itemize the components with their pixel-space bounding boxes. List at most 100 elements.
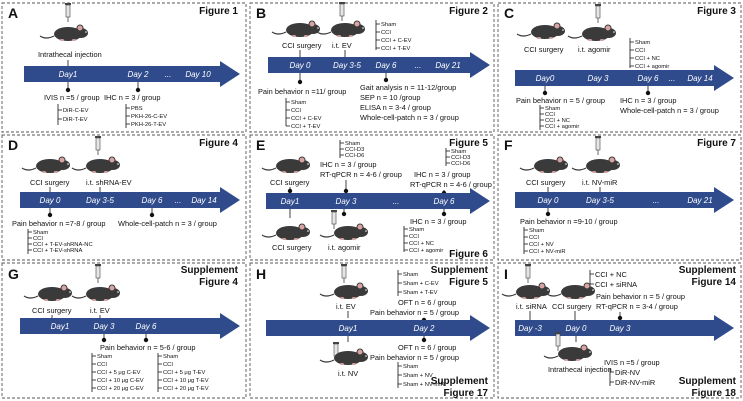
group-item: CCI + 20 μg C-EV [97,386,144,392]
day-label: Day 0 [538,196,559,205]
mouse-icon [319,348,369,366]
cci-label: CCI surgery [552,302,592,311]
mouse-icon [571,156,621,174]
group-item: PBS [131,106,143,112]
day-label: Day 14 [687,74,713,83]
day-label: ... [393,197,400,206]
panel-letter: I [504,266,508,282]
group-item: DiR-NV [615,368,640,377]
patch-label: Whole-cell-patch n = 3 / group [360,113,459,122]
figure-label: Supplement [679,376,737,387]
injection-label: Intrathecal injection [38,50,102,59]
mouse-icon [543,344,593,362]
mouse-icon [261,156,311,174]
shrna-label: i.t. shRNA-EV [86,178,132,187]
panel-i-frame [497,262,742,399]
sirna-label: i.t. siRNA [516,302,547,311]
group-item: Sham [451,149,466,155]
day-label: Day 3 [610,324,631,333]
group-item: Sham [409,227,424,233]
patch-label: Whole-cell-patch n = 3 / group [118,219,217,228]
panel-letter: C [504,5,514,21]
oft-label: OFT n = 6 / group [398,298,456,307]
group-item: CCI [529,235,539,241]
group-item: CCI + T-EV [381,46,411,52]
mouse-icon [519,156,569,174]
elisa-label: ELISA n = 3-4 / group [360,103,431,112]
mouse-icon [71,284,121,302]
day-label: Day1 [281,197,300,206]
ivis-label: IVIS n =5 / group [44,93,100,102]
panel-i: I Supplement Figure 14 CCI + NC CCI + si… [497,262,742,399]
cci-label: CCI surgery [272,243,312,252]
timeline-arrow [515,65,734,91]
mouse-icon [271,20,321,38]
ihc-label: IHC n = 3 / group [320,160,377,169]
panel-c: C Figure 3 CCI surgery i.t. agomir Sham … [497,2,742,133]
pain-label: Pain behavior n = 5 / group [370,308,459,317]
group-item: CCI + 10 μg T-EV [163,378,209,384]
group-item: CCI + NC [595,270,627,279]
group-item: CCI-D6 [345,153,364,159]
figure-label: Figure 17 [444,388,489,399]
group-item: CCI + agomir [409,248,443,254]
day-label: Day 14 [191,196,217,205]
timeline-arrow [515,315,734,341]
day-label: ... [415,61,422,70]
day-label: Day 2 [128,70,149,79]
group-item: CCI-D3 [451,155,470,161]
cci-label: CCI surgery [282,41,322,50]
timeline-arrow [20,187,240,213]
panel-letter: D [8,137,18,153]
panel-f: F Figure 7 CCI surgery i.t. NV-miR Day 0… [497,134,742,261]
mouse-icon [71,156,121,174]
group-item: CCI [635,48,645,54]
group-item: DiR-C-EV [63,108,89,114]
panel-letter: H [256,266,266,282]
panel-d: D Figure 4 CCI surgery i.t. shRNA-EV Day… [1,134,247,261]
group-item: CCI + 5 μg T-EV [163,370,206,376]
day-label: Day 0 [566,324,587,333]
panel-letter: F [504,137,513,153]
cci-label: CCI surgery [32,306,72,315]
figure-label: Figure 18 [692,388,737,399]
panel-e: E Figure 5 CCI surgery Sham CCI-D3 CCI-D… [249,134,495,261]
group-item: CCI-D3 [345,147,364,153]
timeline-arrow [266,188,490,214]
day-label: ... [165,70,172,79]
day-label: Day 3-5 [586,196,615,205]
group-item: Sham [345,141,360,147]
day-label: Day 2 [414,324,435,333]
group-item: PKH-26-T-EV [131,122,166,128]
group-item: Sham [97,354,112,360]
day-label: Day -3 [518,324,542,333]
day-label: Day1 [59,70,78,79]
group-item: DiR-NV-miR [615,378,655,387]
cci-label: CCI surgery [30,178,70,187]
group-item: CCI [33,236,43,242]
pain-label: Pain behavior n = 5 / group [370,353,459,362]
day-label: Day 6 [142,196,163,205]
oft-label: OFT n = 6 / group [398,343,456,352]
group-item: CCI + NV [529,242,554,248]
agomir-label: i.t. agomir [578,45,611,54]
day-label: Day 6 [136,322,157,331]
group-item: CCI + T-EV-shRNA-NC [33,242,93,248]
mouse-icon [501,282,551,300]
day-label: Day 3 [336,197,357,206]
ihc-label: IHC n = 3 / group [104,93,161,102]
cci-label: CCI surgery [270,178,310,187]
group-item: CCI + T-EV [291,124,321,130]
panel-f-frame [497,134,742,261]
timeline-arrow [20,313,240,339]
ev-label: i.t. EV [336,302,356,311]
panel-h: H Supplement Figure 5 i.t. EV Sham Sham … [249,262,495,399]
day-label: Day 3 [94,322,115,331]
group-item: Sham [381,22,396,28]
figure-label: Supplement [431,376,489,387]
gait-label: Gait analysis n = 11-12/group [360,83,456,92]
group-item: CCI + agomir [635,64,669,70]
day-label: ... [669,74,676,83]
day-label: Day1 [339,324,358,333]
